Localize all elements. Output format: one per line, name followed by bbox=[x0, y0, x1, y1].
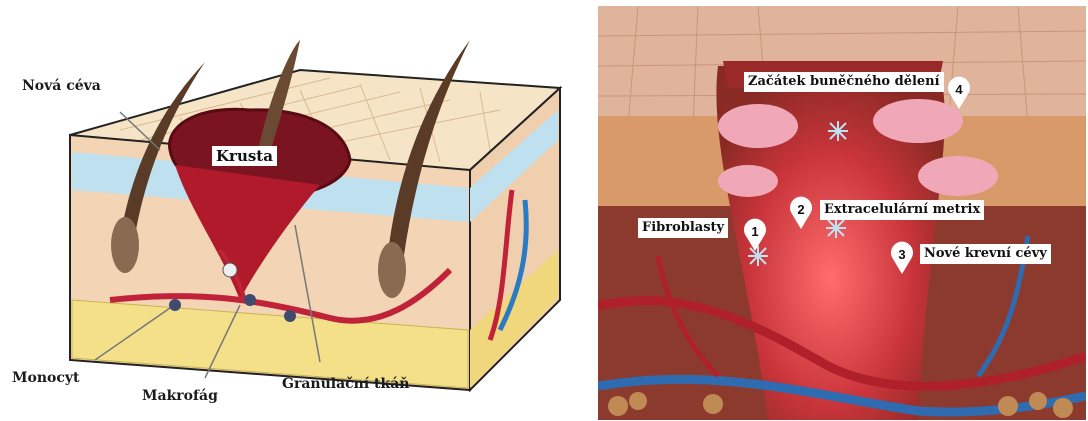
monocyte-label: Monocyt bbox=[12, 370, 79, 386]
skin-block-drawing bbox=[0, 0, 590, 421]
marker-2-number: 2 bbox=[797, 202, 804, 217]
hair-follicle bbox=[378, 242, 406, 298]
new-vessel-label: Nová céva bbox=[22, 78, 101, 94]
extracellular-matrix-label: Extracelulární metrix bbox=[820, 200, 984, 220]
crust-label: Krusta bbox=[212, 146, 277, 166]
cell bbox=[284, 310, 296, 322]
hair-follicle bbox=[111, 217, 139, 273]
new-blood-vessels-label: Nové krevní cévy bbox=[920, 244, 1051, 264]
marker-2: 2 bbox=[788, 196, 814, 222]
marker-3: 3 bbox=[889, 241, 915, 267]
fibroblasts-label: Fibroblasty bbox=[638, 218, 728, 238]
macrophage-label: Makrofág bbox=[142, 388, 218, 404]
marker-1: 1 bbox=[742, 218, 768, 244]
monocyte-cell bbox=[169, 299, 181, 311]
marker-4-number: 4 bbox=[955, 82, 963, 97]
marker-3-number: 3 bbox=[898, 247, 905, 262]
macrophage-cell bbox=[244, 294, 256, 306]
wound-healing-tissue-illustration: 1 2 3 4 Začátek buněčného dělení Extrace… bbox=[598, 6, 1086, 420]
marker-4: 4 bbox=[946, 76, 972, 102]
granulation-tissue-label: Granulační tkáň bbox=[282, 376, 409, 392]
skin-wound-cross-section-illustration: Nová céva Krusta Monocyt Makrofág Granul… bbox=[0, 0, 590, 421]
cell bbox=[223, 263, 237, 277]
marker-1-number: 1 bbox=[751, 224, 758, 239]
cell-division-label: Začátek buněčného dělení bbox=[744, 72, 944, 92]
